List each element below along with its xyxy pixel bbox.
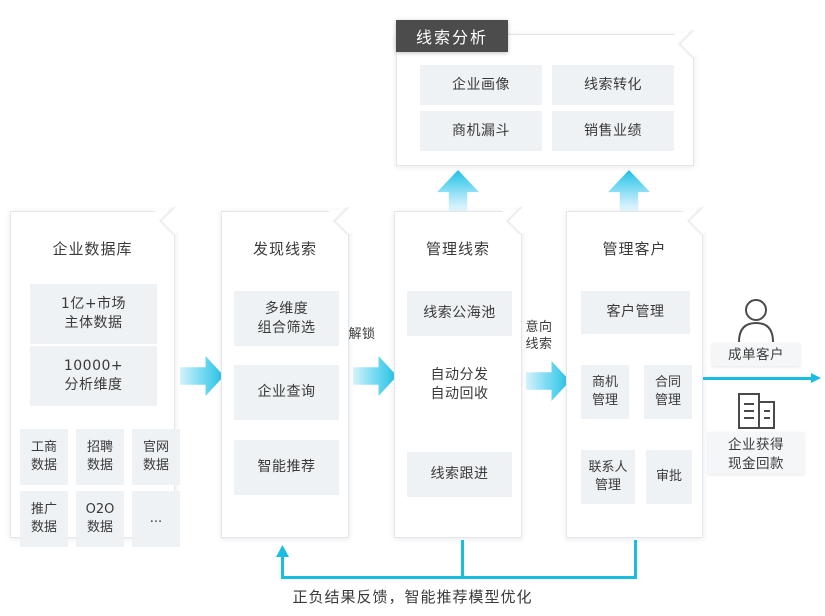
analysis-item-opportunity-funnel[interactable]: 商机漏斗 <box>420 111 542 151</box>
person-icon <box>735 297 777 347</box>
column-title-manage-customers: 管理客户 <box>602 240 667 258</box>
outcome-arrow-head <box>811 373 821 383</box>
column-title-enterprise-database: 企业数据库 <box>52 240 133 258</box>
tile-business-registration-data[interactable]: 工商 数据 <box>20 429 68 485</box>
tile-opportunity-management[interactable]: 商机 管理 <box>581 365 629 419</box>
tile-recruitment-data[interactable]: 招聘 数据 <box>76 429 124 485</box>
outcome-label-cash-collected: 企业获得 现金回款 <box>708 432 804 474</box>
column-manage-customers: 管理客户 客户管理 商机 管理 合同 管理 联系人 管理 审批 <box>566 206 717 538</box>
connector-label-intent-lead: 意向 线索 <box>525 320 553 352</box>
feedback-line-vertical-right <box>634 540 637 579</box>
block-enterprise-query[interactable]: 企业查询 <box>234 365 339 420</box>
outcome-label-closed-customer: 成单客户 <box>712 343 800 366</box>
column-enterprise-database: 企业数据库 1亿+市场 主体数据 10000+ 分析维度 工商 数据 招聘 数据… <box>10 206 189 547</box>
tile-o2o-data[interactable]: O2O 数据 <box>76 491 124 547</box>
block-lead-followup[interactable]: 线索跟进 <box>407 452 512 497</box>
arrow-database-to-discover <box>180 356 224 396</box>
tile-contract-management[interactable]: 合同 管理 <box>644 365 692 419</box>
block-customer-management[interactable]: 客户管理 <box>581 291 690 334</box>
feedback-line-vertical-mid <box>461 540 464 579</box>
block-smart-recommendation[interactable]: 智能推荐 <box>234 440 339 495</box>
arrow-discover-to-manage-leads <box>353 356 397 396</box>
column-manage-leads: 管理线索 线索公海池 自动分发 自动回收 线索跟进 <box>394 206 536 538</box>
analysis-item-enterprise-profile[interactable]: 企业画像 <box>420 65 542 105</box>
tile-official-site-data[interactable]: 官网 数据 <box>132 429 180 485</box>
feedback-line-vertical-left <box>281 556 284 578</box>
analysis-item-lead-conversion[interactable]: 线索转化 <box>552 65 674 105</box>
tile-approval[interactable]: 审批 <box>646 450 692 504</box>
tile-promotion-data[interactable]: 推广 数据 <box>20 491 68 547</box>
lead-analysis-panel: 企业画像 线索转化 商机漏斗 销售业绩 <box>396 29 708 166</box>
column-title-manage-leads: 管理线索 <box>425 240 490 258</box>
tile-contact-management[interactable]: 联系人 管理 <box>581 450 635 504</box>
block-market-entity-data[interactable]: 1亿+市场 主体数据 <box>30 284 157 344</box>
column-discover-leads: 发现线索 多维度 组合筛选 企业查询 智能推荐 <box>221 206 363 538</box>
block-multi-dimension-filter[interactable]: 多维度 组合筛选 <box>234 291 339 346</box>
building-icon <box>736 392 778 434</box>
feedback-caption: 正负结果反馈，智能推荐模型优化 <box>292 588 533 606</box>
analysis-item-sales-performance[interactable]: 销售业绩 <box>552 111 674 151</box>
arrow-manage-leads-to-manage-customers <box>526 361 570 401</box>
feedback-line-horizontal <box>281 576 637 579</box>
block-lead-public-pool[interactable]: 线索公海池 <box>407 291 512 336</box>
lead-analysis-tab[interactable]: 线索分析 <box>396 20 508 52</box>
outcome-flow-line <box>703 377 813 380</box>
block-auto-distribute-recycle[interactable]: 自动分发 自动回收 <box>430 366 489 402</box>
connector-label-unlock: 解锁 <box>348 327 376 342</box>
block-analysis-dimensions[interactable]: 10000+ 分析维度 <box>30 346 157 406</box>
column-title-discover-leads: 发现线索 <box>252 240 317 258</box>
feedback-arrow-head <box>276 545 289 557</box>
tile-more-data[interactable]: ... <box>132 491 180 547</box>
